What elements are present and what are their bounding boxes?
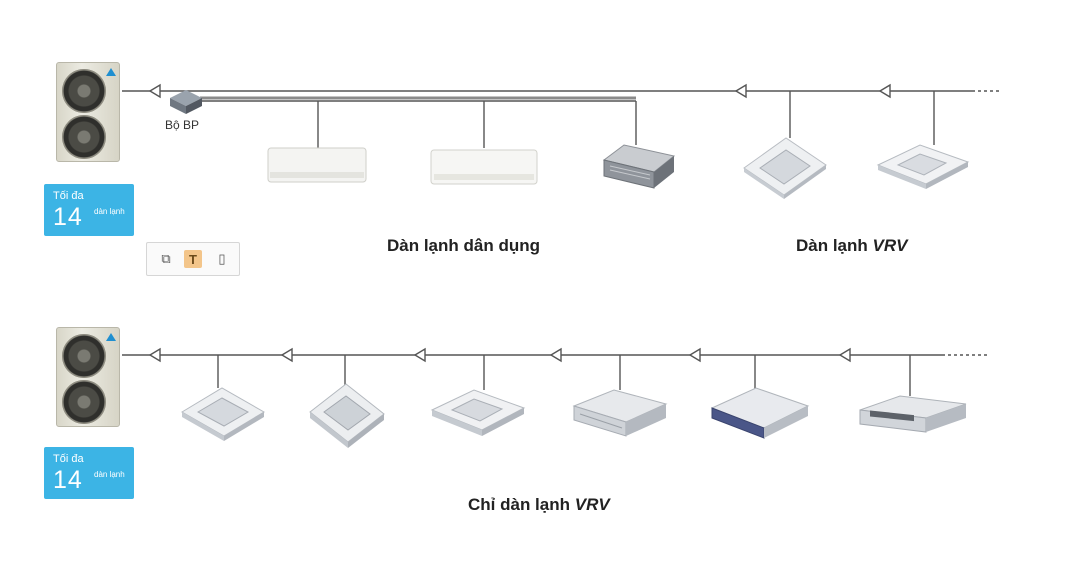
cassette-bottom-1 xyxy=(181,387,265,441)
outdoor-unit-bottom xyxy=(56,327,120,427)
badge-unit: dàn lạnh xyxy=(94,207,125,216)
wall-unit-2 xyxy=(430,149,538,185)
caption-vrv-only: Chỉ dàn lạnh VRV xyxy=(468,495,610,515)
fan-icon xyxy=(62,334,106,378)
fan-icon xyxy=(62,115,106,159)
fan-icon xyxy=(62,380,106,424)
cassette-bottom-3 xyxy=(430,389,526,436)
badge-number: 14 xyxy=(53,203,83,231)
page-icon[interactable]: ▯ xyxy=(218,251,226,266)
caption-vrv-prefix: Dàn lạnh xyxy=(796,236,873,255)
caption-vrv-emph: VRV xyxy=(872,236,908,255)
bp-unit-label: Bộ BP xyxy=(165,118,200,132)
floating-toolbar: ⧉ T ▯ xyxy=(146,242,240,276)
badge-max-label: Tối đa xyxy=(53,190,84,202)
ceiling-unit-bottom-4 xyxy=(572,389,668,437)
caption-vrv: Dàn lạnh VRV xyxy=(796,236,907,256)
copy-icon[interactable]: ⧉ xyxy=(161,251,171,266)
top-arrows xyxy=(148,83,891,99)
fan-icon xyxy=(62,69,106,113)
bottom-arrows xyxy=(148,347,851,363)
cassette-top-1 xyxy=(743,137,827,199)
ducted-unit-bottom-6 xyxy=(859,395,967,433)
max-units-badge-top: Tối đa 14 dàn lạnh xyxy=(44,184,134,236)
caption-residential: Dàn lạnh dân dụng xyxy=(387,236,540,255)
text-icon[interactable]: T xyxy=(184,250,202,268)
caption-vrv-only-emph: VRV xyxy=(574,495,610,514)
outdoor-unit-top xyxy=(56,62,120,162)
badge-unit: dàn lạnh xyxy=(94,470,125,479)
badge-max-label: Tối đa xyxy=(53,453,84,465)
brand-logo-icon xyxy=(106,333,116,341)
bp-unit xyxy=(170,90,202,114)
caption-vrv-only-prefix: Chỉ dàn lạnh xyxy=(468,495,575,514)
wall-unit-1 xyxy=(267,147,367,183)
ceiling-unit-bottom-5 xyxy=(710,387,810,439)
badge-number: 14 xyxy=(53,466,83,494)
cassette-bottom-2 xyxy=(309,383,385,448)
brand-logo-icon xyxy=(106,68,116,76)
cassette-top-2 xyxy=(876,144,970,189)
ducted-unit-top xyxy=(602,144,676,189)
max-units-badge-bottom: Tối đa 14 dàn lạnh xyxy=(44,447,134,499)
